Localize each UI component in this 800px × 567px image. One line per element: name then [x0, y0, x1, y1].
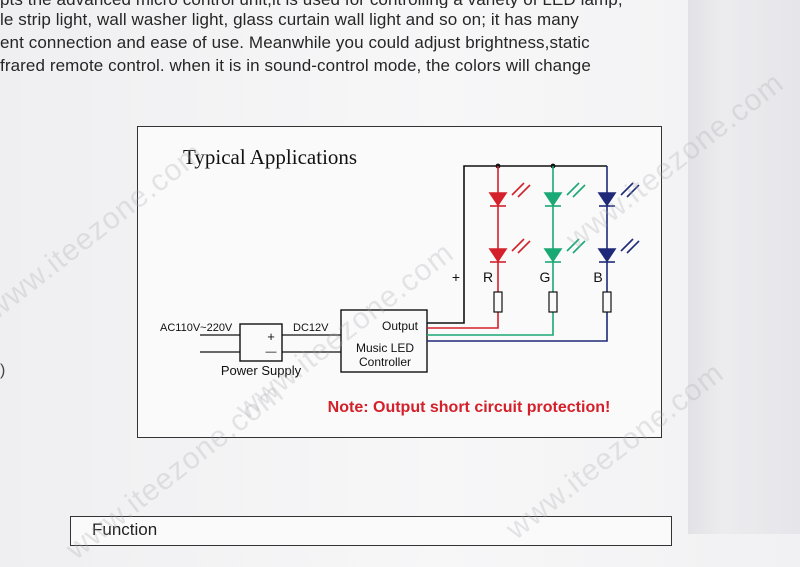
text-line-3: frared remote control. when it is in sou…: [0, 56, 591, 75]
mains-input-wires: [200, 334, 240, 353]
power-supply-box: [239, 323, 283, 362]
dc-voltage-label: DC12V: [293, 322, 329, 334]
wire-b-return: [427, 312, 608, 342]
channel-label-b: B: [593, 269, 602, 285]
function-section-label: Function: [92, 520, 158, 539]
power-supply-label: Power Supply: [221, 363, 302, 378]
common-positive-wire: [427, 165, 607, 324]
channel-label-r: R: [483, 269, 493, 285]
function-section-box: [70, 516, 672, 546]
diagram-title: Typical Applications: [183, 145, 357, 169]
input-voltage-label: AC110V~220V: [160, 322, 233, 334]
positive-sign: +: [452, 269, 460, 285]
power-supply-plus: +: [267, 329, 275, 344]
protection-note: Note: Output short circuit protection!: [328, 399, 611, 416]
text-line-0: pts the advanced micro control unit,it i…: [0, 0, 690, 8]
manual-paragraph: pts the advanced micro control unit,it i…: [0, 0, 690, 77]
controller-name-line1: Music LED: [356, 341, 414, 355]
controller-output-label: Output: [382, 319, 419, 333]
power-supply-minus: —: [266, 346, 277, 358]
page-edge: [688, 0, 800, 534]
led-string-r: [488, 166, 531, 313]
text-line-1: le strip light, wall washer light, glass…: [0, 10, 579, 29]
diagram-frame: [137, 126, 662, 438]
led-string-g: [543, 166, 586, 313]
text-line-2: ent connection and ease of use. Meanwhil…: [0, 33, 590, 52]
wire-g-return: [427, 312, 554, 336]
wiring-diagram: Typical Applications AC110V~220V + — Pow…: [160, 145, 640, 416]
side-fragment: ): [0, 362, 6, 379]
controller-name-line2: Controller: [359, 355, 411, 369]
channel-label-g: G: [540, 269, 551, 285]
wire-r-return: [427, 312, 499, 329]
dc-wires: [282, 334, 341, 353]
led-string-b: [597, 166, 640, 313]
